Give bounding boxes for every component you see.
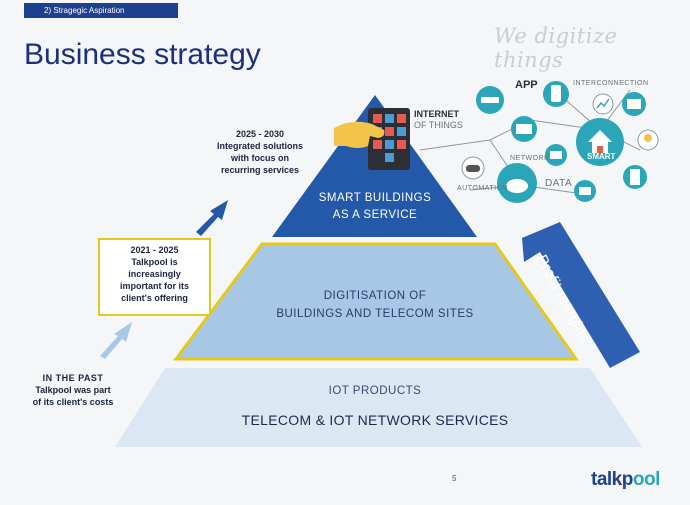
note-2025-line1: Talkpool is	[131, 257, 178, 267]
tier-bottom-line2: TELECOM & IOT NETWORK SERVICES	[241, 412, 509, 428]
tablet-icon	[368, 108, 410, 170]
tier-top-line2: AS A SERVICE	[332, 209, 418, 221]
note-past-line1: Talkpool was part	[35, 385, 111, 395]
note-2025-line3: important for its	[120, 281, 189, 291]
tier-bottom-line1: IOT PRODUCTS	[328, 385, 422, 397]
note-2021-2025: 2021 - 2025 Talkpool is increasingly imp…	[98, 238, 211, 316]
page-number: 5	[452, 474, 457, 483]
section-tag: 2) Stragegic Aspiration	[24, 3, 178, 18]
note-2030-line1: Integrated solutions	[216, 141, 303, 151]
note-2030-period: 2025 - 2030	[235, 129, 285, 139]
tier-middle-text: DIGITISATION OF BUILDINGS AND TELECOM SI…	[240, 287, 510, 323]
tier-middle-line1: DIGITISATION OF	[323, 290, 427, 302]
tier-middle-line2: BUILDINGS AND TELECOM SITES	[276, 308, 474, 320]
internet-label: INTERNET	[414, 109, 459, 119]
note-in-the-past: IN THE PAST Talkpool was part of its cli…	[18, 372, 128, 408]
page-title: Business strategy	[24, 38, 261, 71]
tier-top-text: SMART BUILDINGS AS A SERVICE	[300, 190, 450, 224]
network-label: NETWORK	[510, 155, 550, 162]
app-label: APP	[515, 79, 538, 91]
logo-part2: ool	[632, 469, 661, 490]
pyramid-tier-middle	[173, 242, 579, 361]
logo-part1: talkp	[591, 469, 633, 490]
of-things-label: OF THINGS	[414, 120, 463, 130]
automation-label: AUTOMATION	[457, 185, 509, 192]
tier-top-line1: SMART BUILDINGS	[318, 192, 432, 204]
profit-margins-arrow	[522, 222, 640, 368]
note-2025-period: 2021 - 2025	[130, 245, 179, 255]
tablet-apps-icon	[373, 114, 406, 162]
note-2025-line4: client's offering	[121, 293, 188, 303]
growth-arrow-upper	[196, 200, 228, 236]
note-2025-line2: increasingly	[128, 269, 181, 279]
data-label: DATA	[545, 178, 573, 189]
note-past-period: IN THE PAST	[42, 373, 104, 383]
hand-icon	[334, 121, 385, 148]
growth-arrow-lower	[100, 322, 132, 359]
note-past-line2: of its client's costs	[32, 397, 114, 407]
note-2030-line3: recurring services	[220, 165, 300, 175]
note-2030-line2: with focus on	[231, 153, 289, 163]
pyramid-tier-bottom	[115, 368, 642, 447]
note-2025-2030: 2025 - 2030 Integrated solutions with fo…	[205, 128, 315, 176]
smart-label: SMART	[587, 152, 616, 161]
iot-nodes	[461, 81, 659, 203]
talkpool-logo: talkpool	[591, 469, 660, 491]
interconnection-label: INTERCONNECTION	[573, 80, 649, 87]
tagline: We digitize things	[494, 24, 618, 72]
